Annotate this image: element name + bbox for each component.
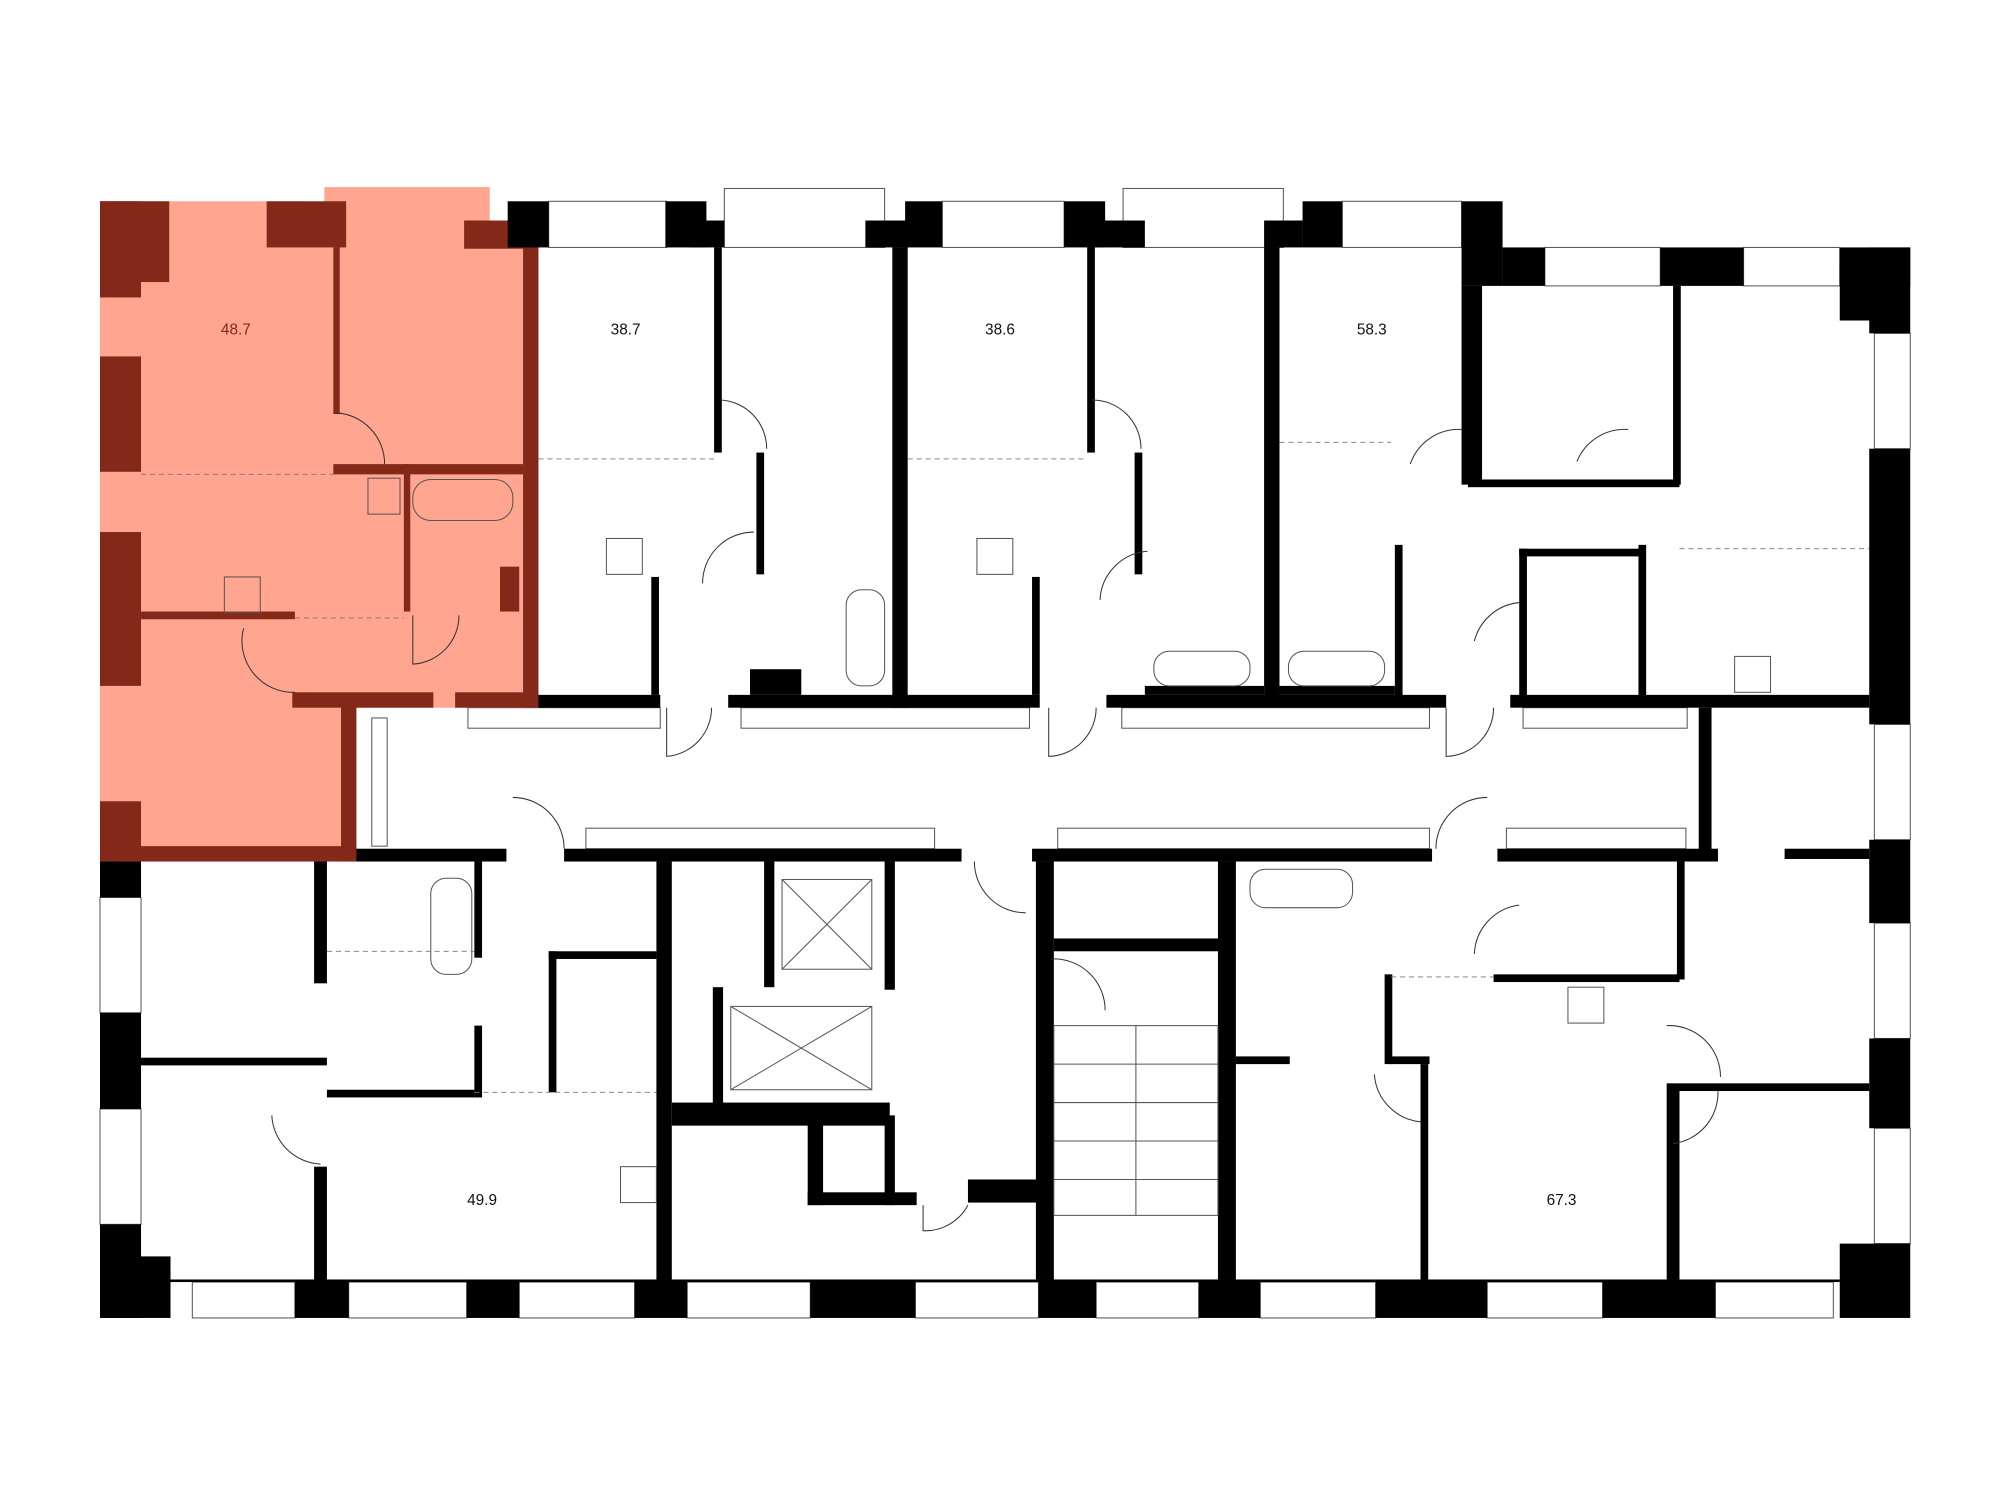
apartment-area-label[interactable]: 49.9 (467, 1192, 497, 1209)
apartment-area-label[interactable]: 38.6 (985, 322, 1015, 339)
selected-apartment-fill (100, 187, 539, 862)
walls (100, 201, 1911, 1318)
stairs (1053, 1025, 1219, 1216)
selected-apartment[interactable] (100, 187, 539, 862)
apartment-area-label[interactable]: 67.3 (1547, 1192, 1577, 1209)
apartment-area-label[interactable]: 38.7 (611, 322, 641, 339)
apartment-area-label[interactable]: 58.3 (1357, 322, 1387, 339)
apartment-area-label[interactable]: 48.7 (221, 322, 251, 339)
fixtures (271, 399, 1870, 1232)
